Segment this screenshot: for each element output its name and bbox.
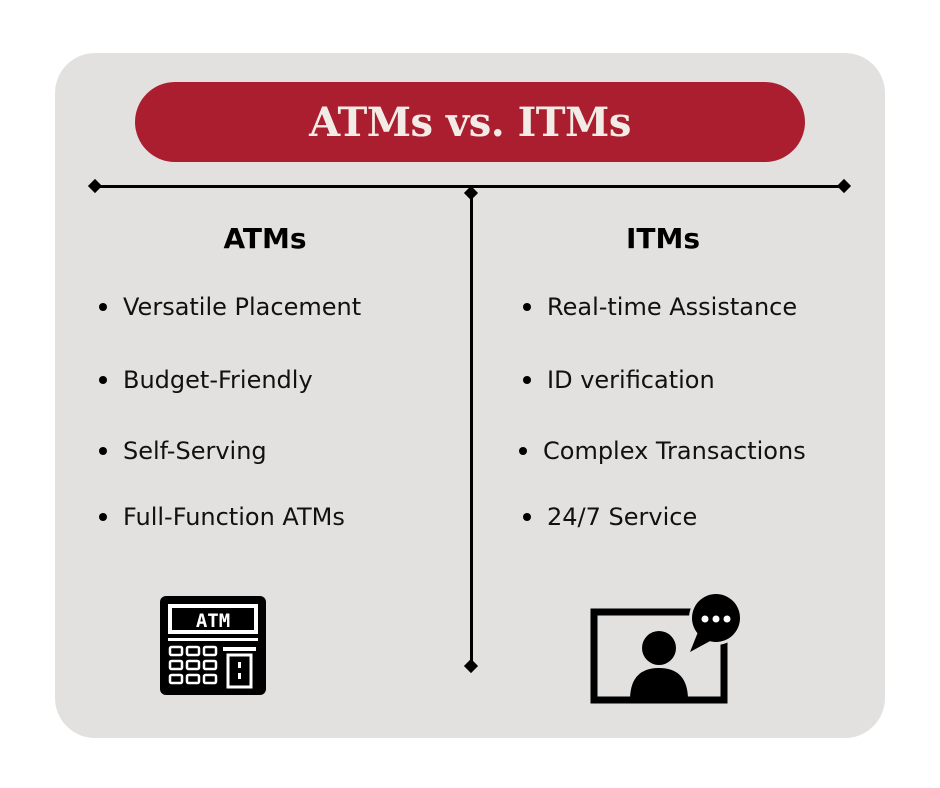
bullet-icon (99, 513, 107, 521)
bullet-icon (523, 303, 531, 311)
itm-item-4: 24/7 Service (523, 503, 697, 531)
bullet-icon (99, 376, 107, 384)
bullet-icon (519, 447, 527, 455)
atm-item-4: Full-Function ATMs (99, 503, 345, 531)
itm-item-label: ID verification (547, 366, 715, 394)
page-title: ATMs vs. ITMs (309, 98, 631, 146)
bullet-icon (523, 513, 531, 521)
itm-item-2: ID verification (523, 366, 715, 394)
title-banner: ATMs vs. ITMs (135, 82, 805, 162)
itm-item-3: Complex Transactions (519, 437, 806, 465)
atm-item-label: Budget-Friendly (123, 366, 313, 394)
itm-column-heading: ITMs (625, 222, 701, 255)
atm-item-label: Full-Function ATMs (123, 503, 345, 531)
atm-item-2: Budget-Friendly (99, 366, 313, 394)
bullet-icon (99, 303, 107, 311)
vertical-divider (470, 192, 473, 666)
atm-column-heading: ATMs (223, 222, 307, 255)
atm-item-label: Self-Serving (123, 437, 267, 465)
atm-screen-label: ATM (196, 610, 230, 632)
bullet-icon (523, 376, 531, 384)
itm-item-1: Real-time Assistance (523, 293, 797, 321)
itm-item-label: 24/7 Service (547, 503, 698, 531)
itm-item-label: Real-time Assistance (547, 293, 798, 321)
atm-item-3: Self-Serving (99, 437, 267, 465)
video-chat-icon (590, 590, 752, 708)
itm-item-label: Complex Transactions (543, 437, 806, 465)
atm-machine-icon: ATM (160, 596, 268, 696)
bullet-icon (99, 447, 107, 455)
atm-item-label: Versatile Placement (123, 293, 362, 321)
atm-item-1: Versatile Placement (99, 293, 361, 321)
